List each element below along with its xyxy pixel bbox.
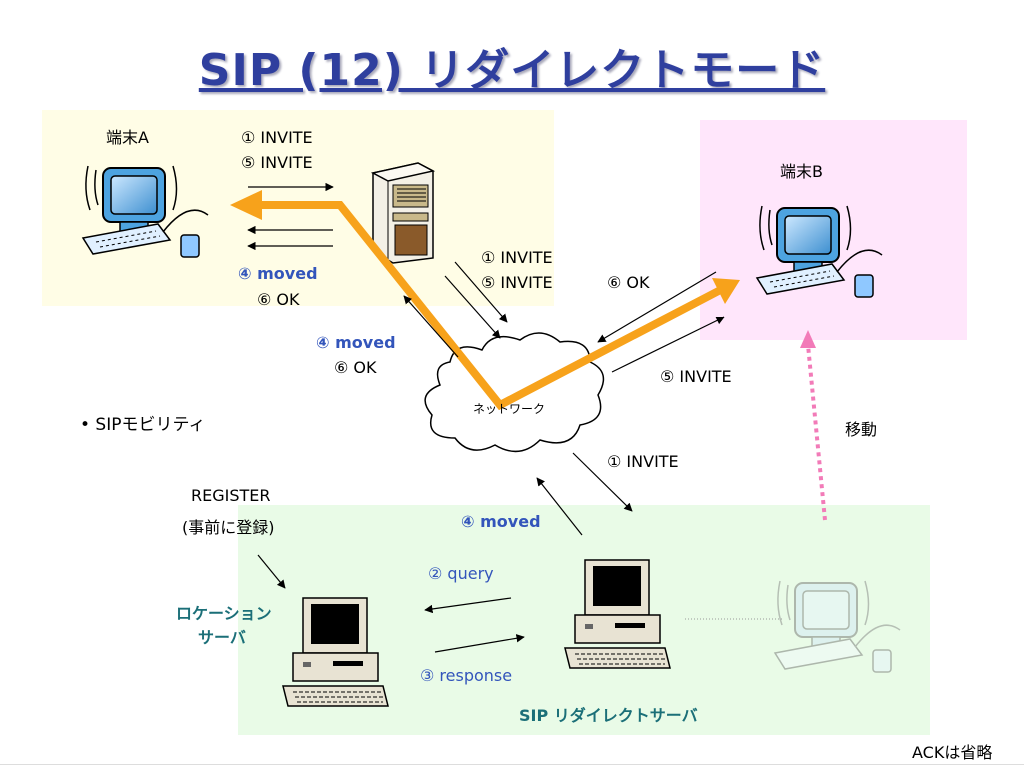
response-label: ③ response — [420, 666, 513, 685]
moved-label: ④ moved — [316, 333, 396, 352]
moved-label: ④ moved — [238, 264, 318, 283]
page-title: SIP (12) リダイレクトモード — [198, 45, 826, 96]
call-flow-arrowhead-right — [712, 278, 740, 304]
query-label: ② query — [428, 564, 494, 583]
call-flow-path — [258, 201, 732, 411]
bullet-sip-mobility: • SIPモビリティ — [80, 415, 206, 435]
register-note: (事前に登録) — [182, 518, 275, 537]
desktop-pc-icon — [282, 597, 389, 707]
terminal-b-label: 端末B — [780, 162, 823, 181]
desktop-pc-icon — [564, 559, 671, 669]
invite-arrow — [572, 452, 633, 512]
server-tower-icon — [370, 162, 436, 264]
footer-divider — [0, 764, 1024, 765]
move-arrowhead — [800, 330, 816, 348]
invite-label: ⑤ INVITE — [660, 367, 732, 386]
invite-label: ① INVITE — [481, 248, 553, 267]
invite-arrow — [611, 316, 725, 373]
register-arrow — [257, 554, 286, 589]
invite-arrow — [454, 261, 508, 323]
ok-label: ⑥ OK — [257, 290, 300, 309]
move-label: 移動 — [845, 420, 878, 439]
call-flow-arrowhead-left — [230, 190, 262, 220]
query-arrow — [424, 597, 512, 614]
invite-label: ① INVITE — [241, 128, 313, 147]
move-arrow — [806, 344, 827, 521]
location-server-label: サーバ — [198, 628, 246, 647]
moved-label: ④ moved — [461, 512, 541, 531]
register-label: REGISTER — [191, 486, 271, 505]
moved-arrow — [403, 295, 459, 358]
network-label: ネットワーク — [473, 402, 546, 416]
redirect-server-label: SIP リダイレクトサーバ — [519, 706, 698, 725]
invite-label: ① INVITE — [607, 452, 679, 471]
ok-arrow — [597, 271, 717, 343]
computer-monitor-icon — [755, 205, 883, 298]
computer-monitor-icon — [81, 165, 209, 258]
computer-monitor-icon — [773, 580, 901, 673]
footnote: ACKは省略 — [912, 743, 993, 762]
location-server-label: ロケーション — [176, 604, 272, 623]
invite-label: ⑤ INVITE — [241, 153, 313, 172]
invite-label: ⑤ INVITE — [481, 273, 553, 292]
ok-label: ⑥ OK — [334, 358, 377, 377]
invite-arrow — [444, 275, 501, 339]
ok-label: ⑥ OK — [607, 273, 650, 292]
response-arrow — [434, 634, 525, 653]
moved-arrow — [536, 477, 583, 536]
terminal-a-label: 端末A — [106, 128, 149, 147]
